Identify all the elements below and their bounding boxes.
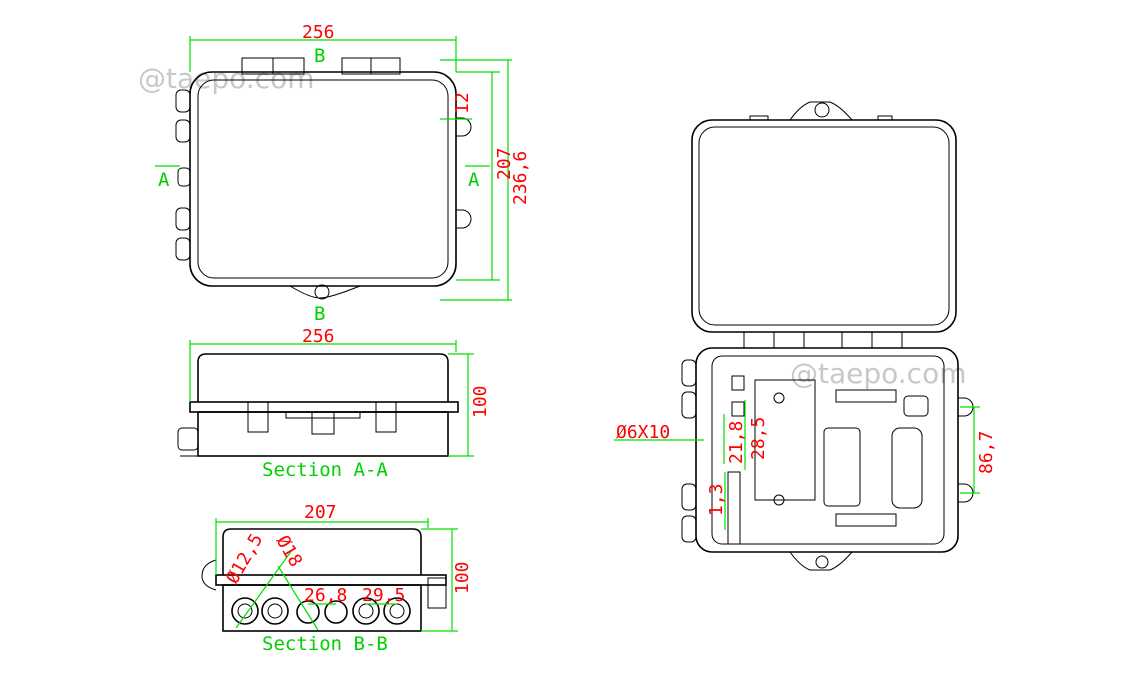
dim-aa-width: 256 [302, 326, 335, 347]
section-aa-title: Section A-A [262, 459, 388, 481]
section-b-top: B [314, 45, 325, 67]
dim-flange: 12 [452, 92, 473, 114]
section-bb-title: Section B-B [262, 633, 388, 655]
dim-2: 28,5 [748, 417, 769, 460]
dim-aa-height: 100 [470, 385, 491, 418]
dim-pitch-1: 26,8 [304, 585, 347, 606]
dim-bb-height: 100 [452, 561, 473, 594]
watermark-right: @taepo.com [790, 357, 966, 390]
dim-height-inner: 207 [494, 147, 515, 180]
dim-1: 21,8 [726, 421, 747, 464]
dim-bb-width: 207 [304, 502, 337, 523]
section-a-left: A [158, 169, 170, 191]
open-view: Ø6X10 21,8 28,5 1,3 86,7 [614, 101, 997, 571]
dim-mount-hole: Ø6X10 [616, 422, 670, 443]
section-a-a: 256 100 Section A-A [177, 326, 491, 481]
dim-dia-small: Ø18 [272, 532, 306, 571]
cable-glands [231, 597, 411, 625]
dim-width: 256 [302, 22, 335, 43]
section-a-right: A [468, 169, 480, 191]
dim-3: 1,3 [706, 483, 727, 516]
dim-4: 86,7 [976, 431, 997, 474]
section-b-bottom: B [314, 303, 325, 325]
dim-height-outer: 236,6 [510, 151, 531, 205]
dim-dia-large: Ø12,5 [222, 530, 267, 587]
section-b-b: 207 100 Ø12,5 Ø18 26,8 29,5 Section B-B [201, 502, 473, 655]
dim-pitch-2: 29,5 [362, 585, 405, 606]
top-view: 256 207 236,6 12 A A B B [155, 22, 531, 325]
watermark-top: @taepo.com [138, 62, 314, 95]
